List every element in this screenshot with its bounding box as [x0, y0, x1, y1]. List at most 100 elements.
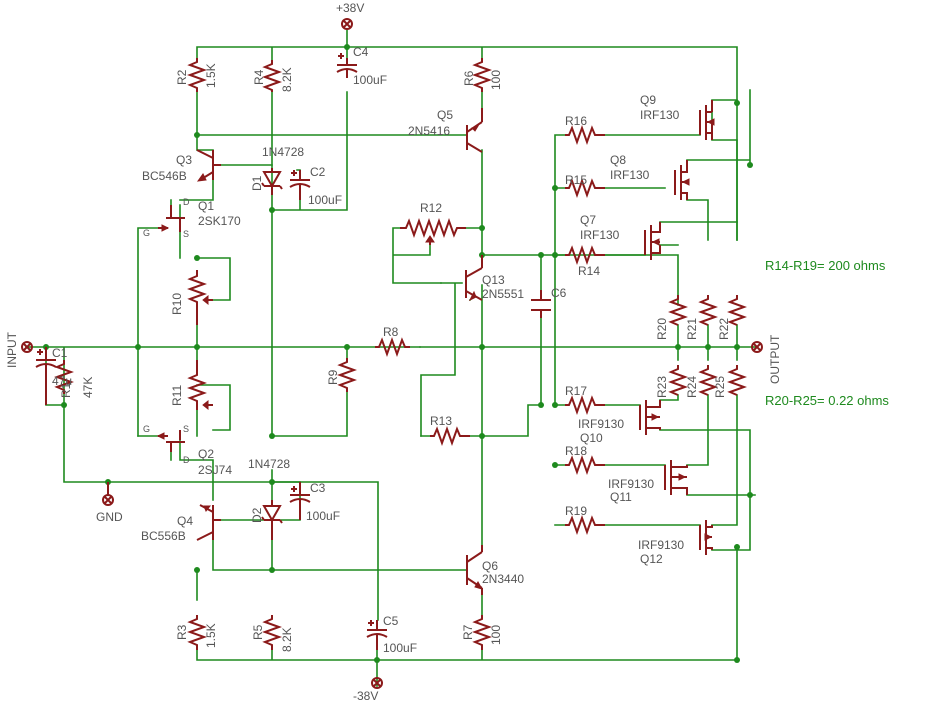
r7-value: 100: [489, 625, 503, 645]
transistor-q4[interactable]: [196, 504, 221, 541]
r6-value: 100: [489, 70, 503, 90]
wires: [25, 29, 756, 687]
c5-value: 100uF: [383, 641, 417, 655]
potentiometer-r12[interactable]: [400, 218, 466, 245]
mosfet-q9[interactable]: [699, 100, 715, 140]
capacitor-c6[interactable]: [531, 290, 551, 318]
r11-ref: R11: [170, 385, 184, 406]
r15-ref: R15: [565, 173, 587, 187]
d2-ref: D2: [250, 507, 264, 523]
r21-ref: R21: [685, 318, 699, 340]
r13-ref: R13: [430, 414, 452, 428]
resistor-r23[interactable]: [668, 365, 688, 396]
r25-ref: R25: [713, 376, 727, 398]
neg-supply-label: -38V: [353, 689, 378, 703]
r19-ref: R19: [565, 504, 587, 518]
r2-value: 1.5K: [204, 63, 218, 88]
q11-value: IRF9130: [608, 477, 654, 491]
resistor-r9[interactable]: [337, 358, 357, 392]
jfet-q2[interactable]: [156, 430, 185, 452]
gnd-terminal[interactable]: [102, 482, 114, 506]
resistor-r3[interactable]: [187, 615, 207, 650]
note-r14-r19: R14-R19= 200 ohms: [765, 258, 886, 273]
resistor-r16[interactable]: [565, 125, 605, 145]
q4-ref: Q4: [177, 514, 193, 528]
resistor-r24[interactable]: [698, 365, 718, 396]
q10-value: IRF9130: [578, 417, 624, 431]
c2-ref: C2: [310, 165, 326, 179]
resistor-r8[interactable]: [375, 337, 410, 357]
transistor-q13[interactable]: [465, 255, 483, 302]
resistor-r15[interactable]: [565, 178, 605, 198]
r3-ref: R3: [175, 624, 189, 640]
r22-ref: R22: [717, 318, 731, 340]
potentiometer-r11[interactable]: [187, 360, 213, 411]
pos-supply-terminal[interactable]: [341, 18, 353, 30]
mosfet-q12[interactable]: [699, 520, 713, 555]
capacitor-c3[interactable]: [289, 482, 311, 520]
capacitor-c4[interactable]: [336, 53, 358, 78]
resistor-r18[interactable]: [565, 455, 605, 475]
resistor-r21[interactable]: [698, 295, 718, 326]
resistor-r1[interactable]: [54, 360, 74, 394]
r1-ref: R1: [59, 382, 73, 398]
d1-ref: D1: [250, 175, 264, 191]
r9-ref: R9: [326, 369, 340, 385]
q5-value: 2N5416: [408, 124, 450, 138]
mosfet-q7[interactable]: [644, 222, 661, 260]
output-terminal[interactable]: [751, 341, 763, 353]
r24-ref: R24: [685, 376, 699, 398]
mosfet-q8[interactable]: [674, 160, 690, 200]
q2-pin-d: D: [183, 455, 190, 465]
capacitor-c1[interactable]: [35, 347, 57, 405]
resistor-r14[interactable]: [565, 245, 605, 265]
q1-ref: Q1: [198, 199, 214, 213]
zener-diode-d2[interactable]: [261, 500, 283, 540]
resistor-r19[interactable]: [565, 515, 605, 535]
resistor-r13[interactable]: [430, 426, 470, 446]
q1-value: 2SK170: [198, 214, 241, 228]
c2-value: 100uF: [308, 193, 342, 207]
transistor-q3[interactable]: [196, 149, 221, 182]
c3-value: 100uF: [306, 509, 340, 523]
resistor-r22[interactable]: [727, 295, 747, 326]
input-terminal[interactable]: [21, 341, 33, 353]
r14-ref: R14: [578, 264, 600, 278]
resistor-r17[interactable]: [565, 395, 605, 415]
q8-ref: Q8: [610, 153, 626, 167]
r20-ref: R20: [655, 318, 669, 340]
capacitor-c5[interactable]: [366, 620, 388, 650]
r6-ref: R6: [462, 70, 476, 86]
gnd-label: GND: [96, 510, 123, 524]
resistor-r4[interactable]: [262, 60, 282, 92]
resistor-r6[interactable]: [472, 58, 492, 92]
q11-ref: Q11: [610, 490, 632, 504]
c4-ref: C4: [353, 45, 369, 59]
r5-value: 8.2K: [280, 627, 294, 652]
capacitor-c2[interactable]: [289, 170, 311, 200]
r17-ref: R17: [565, 384, 587, 398]
r23-ref: R23: [655, 376, 669, 398]
r5-ref: R5: [251, 624, 265, 640]
c6-ref: C6: [551, 286, 567, 300]
r1-value: 47K: [81, 377, 95, 398]
transistor-q5[interactable]: [466, 108, 483, 153]
resistor-r5[interactable]: [262, 615, 282, 650]
mosfet-q11[interactable]: [664, 460, 688, 495]
potentiometer-r10[interactable]: [187, 270, 213, 325]
transistor-q6[interactable]: [466, 545, 484, 595]
resistor-r20[interactable]: [668, 295, 688, 326]
r3-value: 1.5K: [204, 623, 218, 648]
mosfet-q10[interactable]: [639, 400, 661, 435]
neg-supply-terminal[interactable]: [371, 677, 383, 689]
q13-ref: Q13: [482, 273, 505, 287]
resistor-r7[interactable]: [472, 615, 492, 650]
q8-value: IRF130: [610, 168, 650, 182]
pos-supply-label: +38V: [336, 1, 364, 15]
c3-ref: C3: [310, 481, 326, 495]
jfet-q1[interactable]: [158, 205, 185, 232]
r4-value: 8.2K: [280, 67, 294, 92]
zener-diode-d1[interactable]: [261, 168, 283, 195]
resistor-r25[interactable]: [727, 365, 747, 396]
resistor-r2[interactable]: [187, 58, 207, 92]
